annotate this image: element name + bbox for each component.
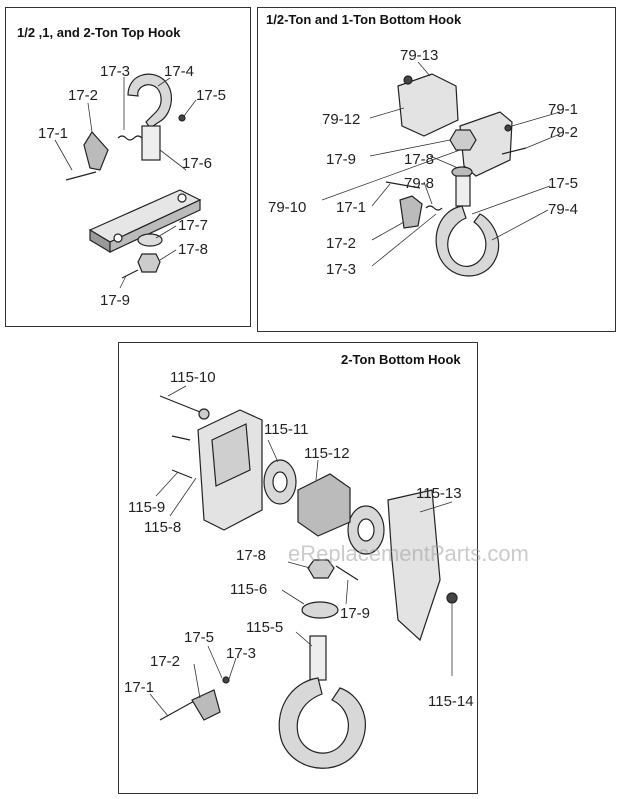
label-17-8: 17-8 — [178, 241, 208, 258]
bottom-hook-small-title: 1/2-Ton and 1-Ton Bottom Hook — [266, 12, 462, 27]
label-115-13: 115-13 — [416, 485, 462, 502]
top-hook-title: 1/2 ,1, and 2-Ton Top Hook — [17, 25, 181, 40]
label-17-3-small: 17-3 — [326, 261, 356, 278]
label-17-7: 17-7 — [178, 217, 208, 234]
label-79-12: 79-12 — [322, 111, 360, 128]
label-17-6: 17-6 — [182, 155, 212, 172]
label-79-4: 79-4 — [548, 201, 578, 218]
label-115-12: 115-12 — [304, 445, 350, 462]
watermark: eReplacementParts.com — [288, 541, 529, 566]
label-17-3: 17-3 — [100, 63, 130, 80]
bottom-hook-2ton-drawing: 115-10 115-11 115-12 115-9 115-8 115-13 … — [124, 369, 474, 769]
bottom-hook-2ton-title: 2-Ton Bottom Hook — [341, 352, 461, 367]
label-17-9: 17-9 — [100, 292, 130, 309]
label-115-11: 115-11 — [264, 421, 308, 438]
label-17-4: 17-4 — [164, 63, 194, 80]
label-17-8-small: 17-8 — [404, 151, 434, 168]
bottom-hook-small-drawing: 79-13 79-12 79-1 79-2 17-9 17-8 79-8 17-… — [268, 47, 578, 278]
label-115-5: 115-5 — [246, 619, 283, 636]
label-17-1-small: 17-1 — [336, 199, 366, 216]
label-17-5-2ton: 17-5 — [184, 629, 214, 646]
label-79-2: 79-2 — [548, 124, 578, 141]
top-hook-panel — [5, 7, 251, 327]
label-79-8: 79-8 — [404, 175, 434, 192]
label-115-14: 115-14 — [428, 693, 474, 710]
label-17-5: 17-5 — [196, 87, 226, 104]
label-17-9-2ton: 17-9 — [340, 605, 370, 622]
label-79-10: 79-10 — [268, 199, 306, 216]
label-79-13: 79-13 — [400, 47, 438, 64]
label-17-2: 17-2 — [68, 87, 98, 104]
top-hook-drawing: 17-1 17-2 17-3 17-4 17-5 17-6 17-7 17-8 … — [38, 63, 226, 309]
label-115-9: 115-9 — [128, 499, 165, 516]
label-17-5-small: 17-5 — [548, 175, 578, 192]
label-17-2-small: 17-2 — [326, 235, 356, 252]
label-17-2-2ton: 17-2 — [150, 653, 180, 670]
label-115-8: 115-8 — [144, 519, 181, 536]
label-79-1: 79-1 — [548, 101, 578, 118]
label-115-6: 115-6 — [230, 581, 267, 598]
label-115-10: 115-10 — [170, 369, 216, 386]
bottom-hook-small-panel — [257, 7, 616, 332]
label-17-1: 17-1 — [38, 125, 68, 142]
label-17-3-2ton: 17-3 — [226, 645, 256, 662]
label-17-9-small: 17-9 — [326, 151, 356, 168]
label-17-8-2ton: 17-8 — [236, 547, 266, 564]
label-17-1-2ton: 17-1 — [124, 679, 154, 696]
